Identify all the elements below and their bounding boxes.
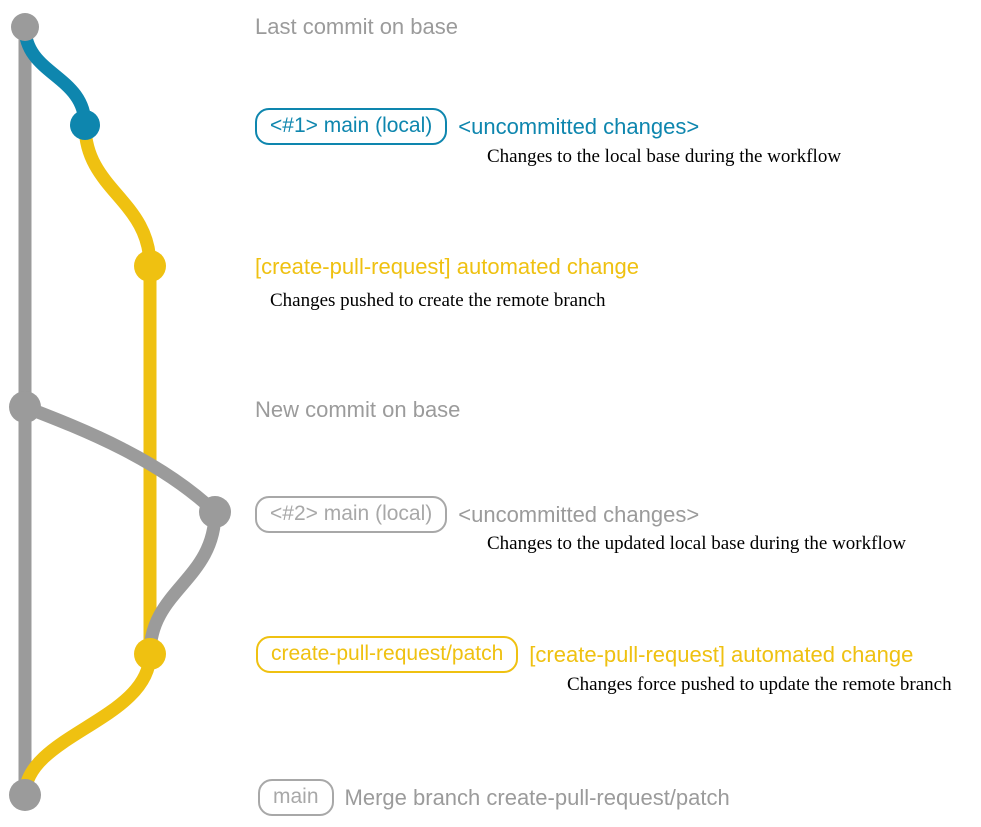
- edge-local2-to-patch2: [143, 505, 222, 661]
- node-patch-commit-1[interactable]: [134, 250, 166, 282]
- node-patch-commit-2[interactable]: [134, 638, 166, 670]
- label-automated-change-1: [create-pull-request] automated change: [255, 254, 640, 279]
- chip-local-1[interactable]: <#1> main (local): [255, 108, 448, 145]
- subject-patch-branch: [create-pull-request] automated change: [529, 641, 914, 667]
- subject-local-1: <uncommitted changes>: [458, 113, 700, 139]
- chip-patch-branch[interactable]: create-pull-request/patch: [256, 636, 519, 673]
- label-new-commit-on-base: New commit on base: [255, 397, 461, 422]
- row-local-2: <#2> main (local) <uncommitted changes>: [255, 496, 699, 533]
- row-patch-branch: create-pull-request/patch [create-pull-r…: [256, 636, 913, 673]
- edge-base2-to-local2: [18, 400, 222, 519]
- node-base-head[interactable]: [11, 13, 39, 41]
- note-automated-change-1: Changes pushed to create the remote bran…: [270, 290, 606, 311]
- edge-patch2-to-merge: [18, 647, 157, 802]
- note-local-2: Changes to the updated local base during…: [487, 533, 906, 554]
- chip-merge-main[interactable]: main: [258, 779, 334, 816]
- note-patch-branch: Changes force pushed to update the remot…: [567, 674, 952, 695]
- commit-nodes: [9, 13, 231, 811]
- chip-local-2[interactable]: <#2> main (local): [255, 496, 448, 533]
- note-local-1: Changes to the local base during the wor…: [487, 146, 842, 167]
- subject-merge-main: Merge branch create-pull-request/patch: [344, 784, 730, 810]
- edge-base-to-local1: [18, 20, 92, 132]
- label-last-commit-on-base: Last commit on base: [255, 14, 458, 39]
- node-local-commit-2[interactable]: [199, 496, 231, 528]
- node-base-new-commit[interactable]: [9, 391, 41, 423]
- row-merge-main: main Merge branch create-pull-request/pa…: [258, 779, 730, 816]
- node-merge-commit[interactable]: [9, 779, 41, 811]
- subject-local-2: <uncommitted changes>: [458, 501, 700, 527]
- row-local-1: <#1> main (local) <uncommitted changes>: [255, 108, 699, 145]
- node-local-commit-1[interactable]: [70, 110, 100, 140]
- edge-local1-to-patch1: [78, 118, 157, 273]
